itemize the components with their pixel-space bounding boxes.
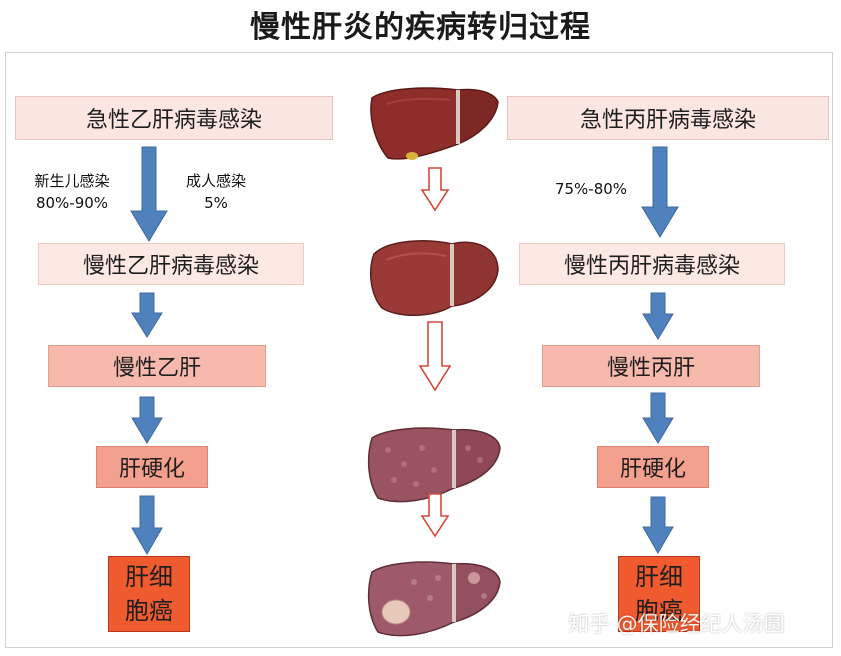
hbv-newborn-note: 新生儿感染 80%-90% (12, 170, 132, 214)
hbv-arrow-1 (130, 146, 168, 242)
hbv-adult-rate: 5% (204, 194, 228, 212)
hbv-cirrhosis-box: 肝硬化 (96, 446, 208, 488)
hcv-chronic-infection-box: 慢性丙肝病毒感染 (519, 243, 785, 285)
hbv-adult-note: 成人感染 5% (168, 170, 264, 214)
cancerous-liver-icon (367, 561, 501, 637)
hcv-arrow-1 (641, 146, 679, 238)
hbv-acute-box: 急性乙肝病毒感染 (15, 96, 333, 140)
hbv-arrow-3 (131, 396, 163, 444)
hcv-rate-note: 75%-80% (554, 180, 628, 198)
hcv-arrow-2 (642, 292, 674, 340)
hbv-newborn-rate: 80%-90% (35, 194, 109, 212)
hcv-cancer-line2: 胞癌 (635, 597, 683, 625)
hcv-acute-box: 急性丙肝病毒感染 (507, 96, 829, 140)
hcv-arrow-4 (642, 496, 674, 555)
cirrhotic-liver-icon (367, 427, 501, 503)
down-arrow-3 (420, 493, 450, 538)
hcv-chronic-box: 慢性丙肝 (542, 345, 760, 387)
hbv-adult-label: 成人感染 (185, 172, 246, 190)
hbv-cancer-line1: 肝细 (125, 563, 173, 591)
hbv-newborn-label: 新生儿感染 (34, 172, 110, 190)
hbv-chronic-box: 慢性乙肝 (48, 345, 266, 387)
hbv-arrow-4 (131, 495, 163, 556)
hbv-cancer-box: 肝细 胞癌 (108, 556, 190, 632)
swollen-liver-icon (369, 240, 499, 316)
page-title: 慢性肝炎的疾病转归过程 (250, 10, 591, 45)
hcv-cancer-box: 肝细 胞癌 (618, 556, 700, 632)
hbv-cancer-line2: 胞癌 (125, 597, 173, 625)
down-arrow-1 (420, 167, 450, 212)
hbv-arrow-2 (131, 292, 163, 338)
hcv-cirrhosis-box: 肝硬化 (597, 446, 709, 488)
watermark: 知乎 @保险经纪人汤圆 (568, 612, 785, 636)
hcv-cancer-line1: 肝细 (635, 563, 683, 591)
hcv-arrow-3 (642, 392, 674, 444)
healthy-liver-icon (370, 87, 499, 160)
down-arrow-2 (418, 321, 452, 392)
hbv-chronic-infection-box: 慢性乙肝病毒感染 (38, 243, 304, 285)
